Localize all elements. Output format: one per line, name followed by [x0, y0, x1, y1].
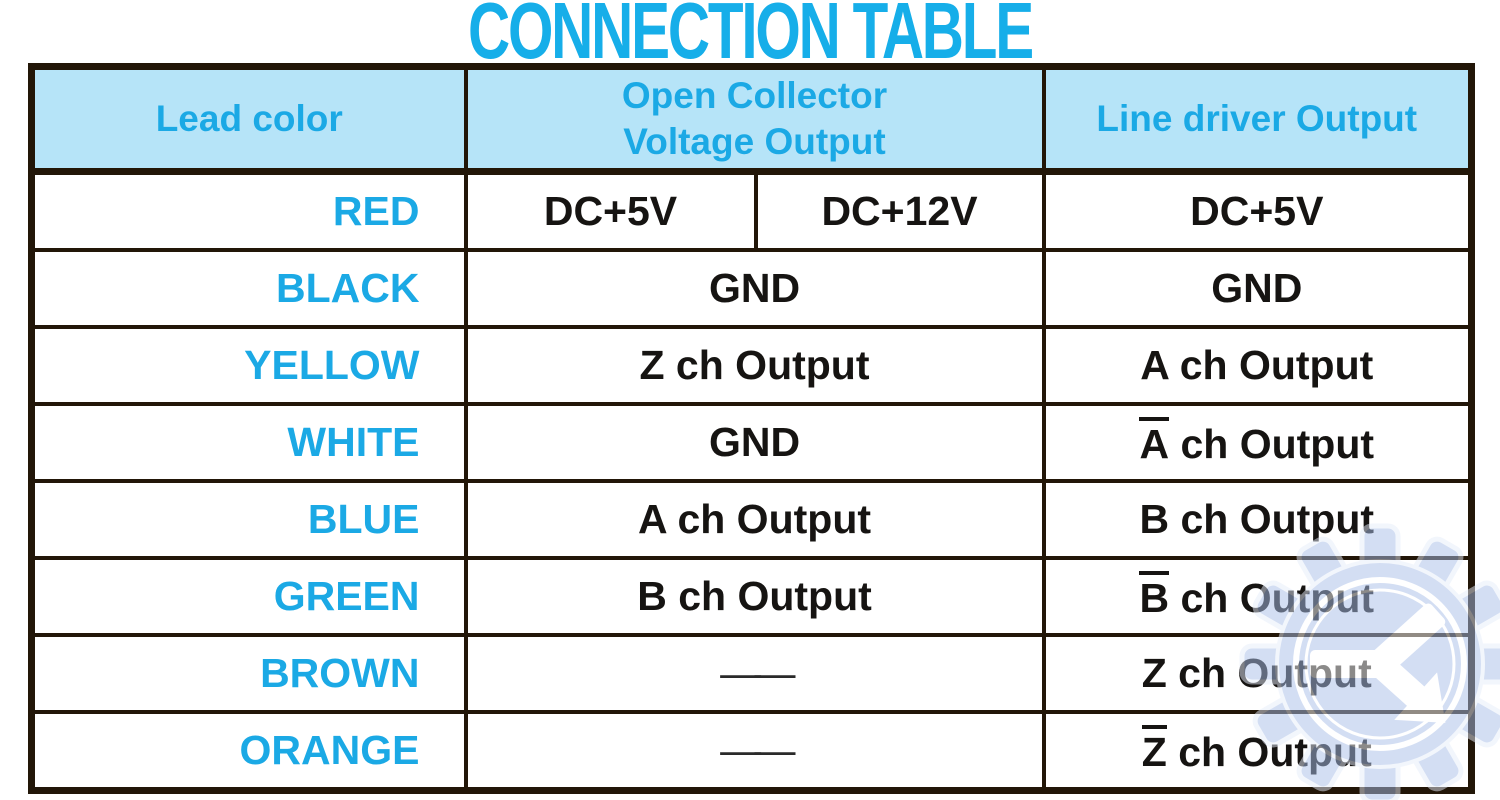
connection-table: Lead color Open Collector Voltage Output…: [28, 63, 1476, 794]
lead-color-cell: WHITE: [29, 402, 468, 483]
table-row-brown: BROWN —— Z ch Output: [29, 633, 1474, 714]
header-row: Lead color Open Collector Voltage Output…: [29, 64, 1474, 175]
table-row-blue: BLUE A ch Output B ch Output: [29, 479, 1474, 560]
lead-color-cell: BROWN: [29, 633, 468, 714]
open-collector-cell: A ch Output: [463, 479, 1046, 560]
overline-letter: Z: [1141, 725, 1167, 772]
open-collector-cell: GND: [463, 248, 1046, 329]
table-row-black: BLACK GND GND: [29, 248, 1474, 329]
lead-color-cell: GREEN: [29, 556, 468, 637]
line-driver-cell: B ch Output: [1041, 479, 1474, 560]
header-open-collector-line2: Voltage Output: [623, 121, 886, 162]
line-driver-value: DC+5V: [1190, 188, 1324, 234]
line-driver-cell: A ch Output: [1041, 402, 1474, 483]
table-row-orange: ORANGE —— Z ch Output: [29, 710, 1474, 793]
line-driver-cell: GND: [1041, 248, 1474, 329]
page-title: CONNECTION TABLE: [467, 0, 1034, 75]
line-driver-value: B ch Output: [1139, 496, 1375, 542]
header-lead-color: Lead color: [29, 64, 468, 175]
open-collector-cell-empty: ——: [463, 633, 1046, 714]
line-driver-cell: Z ch Output: [1041, 633, 1474, 714]
header-open-collector: Open Collector Voltage Output: [463, 64, 1046, 175]
line-driver-value: GND: [1211, 265, 1303, 311]
open-collector-cell-empty: ——: [463, 710, 1046, 793]
table-row-yellow: YELLOW Z ch Output A ch Output: [29, 325, 1474, 406]
line-driver-value: ch Output: [1166, 729, 1372, 775]
line-driver-value: Z ch Output: [1141, 650, 1372, 696]
lead-color-cell: ORANGE: [29, 710, 468, 793]
open-collector-cell: B ch Output: [463, 556, 1046, 637]
table-row-green: GREEN B ch Output B ch Output: [29, 556, 1474, 637]
header-open-collector-line1: Open Collector: [621, 74, 888, 116]
lead-color-cell: BLACK: [29, 248, 468, 329]
overline-letter: B: [1139, 571, 1170, 618]
header-line-driver: Line driver Output: [1041, 64, 1474, 175]
line-driver-value: ch Output: [1169, 575, 1375, 621]
open-collector-5v-cell: DC+5V: [463, 169, 758, 252]
line-driver-value: ch Output: [1169, 421, 1375, 467]
overline-letter: A: [1139, 417, 1170, 464]
line-driver-cell: A ch Output: [1041, 325, 1474, 406]
lead-color-cell: BLUE: [29, 479, 468, 560]
line-driver-value: A ch Output: [1140, 342, 1374, 388]
line-driver-cell: B ch Output: [1041, 556, 1474, 637]
lead-color-cell: RED: [29, 169, 468, 252]
table-row-white: WHITE GND A ch Output: [29, 402, 1474, 483]
table-row-red: RED DC+5V DC+12V DC+5V: [29, 169, 1474, 252]
open-collector-cell: Z ch Output: [463, 325, 1046, 406]
line-driver-cell: DC+5V: [1041, 169, 1474, 252]
line-driver-cell: Z ch Output: [1041, 710, 1474, 793]
open-collector-12v-cell: DC+12V: [753, 169, 1046, 252]
open-collector-cell: GND: [463, 402, 1046, 483]
lead-color-cell: YELLOW: [29, 325, 468, 406]
header-line-driver-label: Line driver Output: [1096, 97, 1418, 139]
header-lead-color-label: Lead color: [155, 97, 343, 139]
